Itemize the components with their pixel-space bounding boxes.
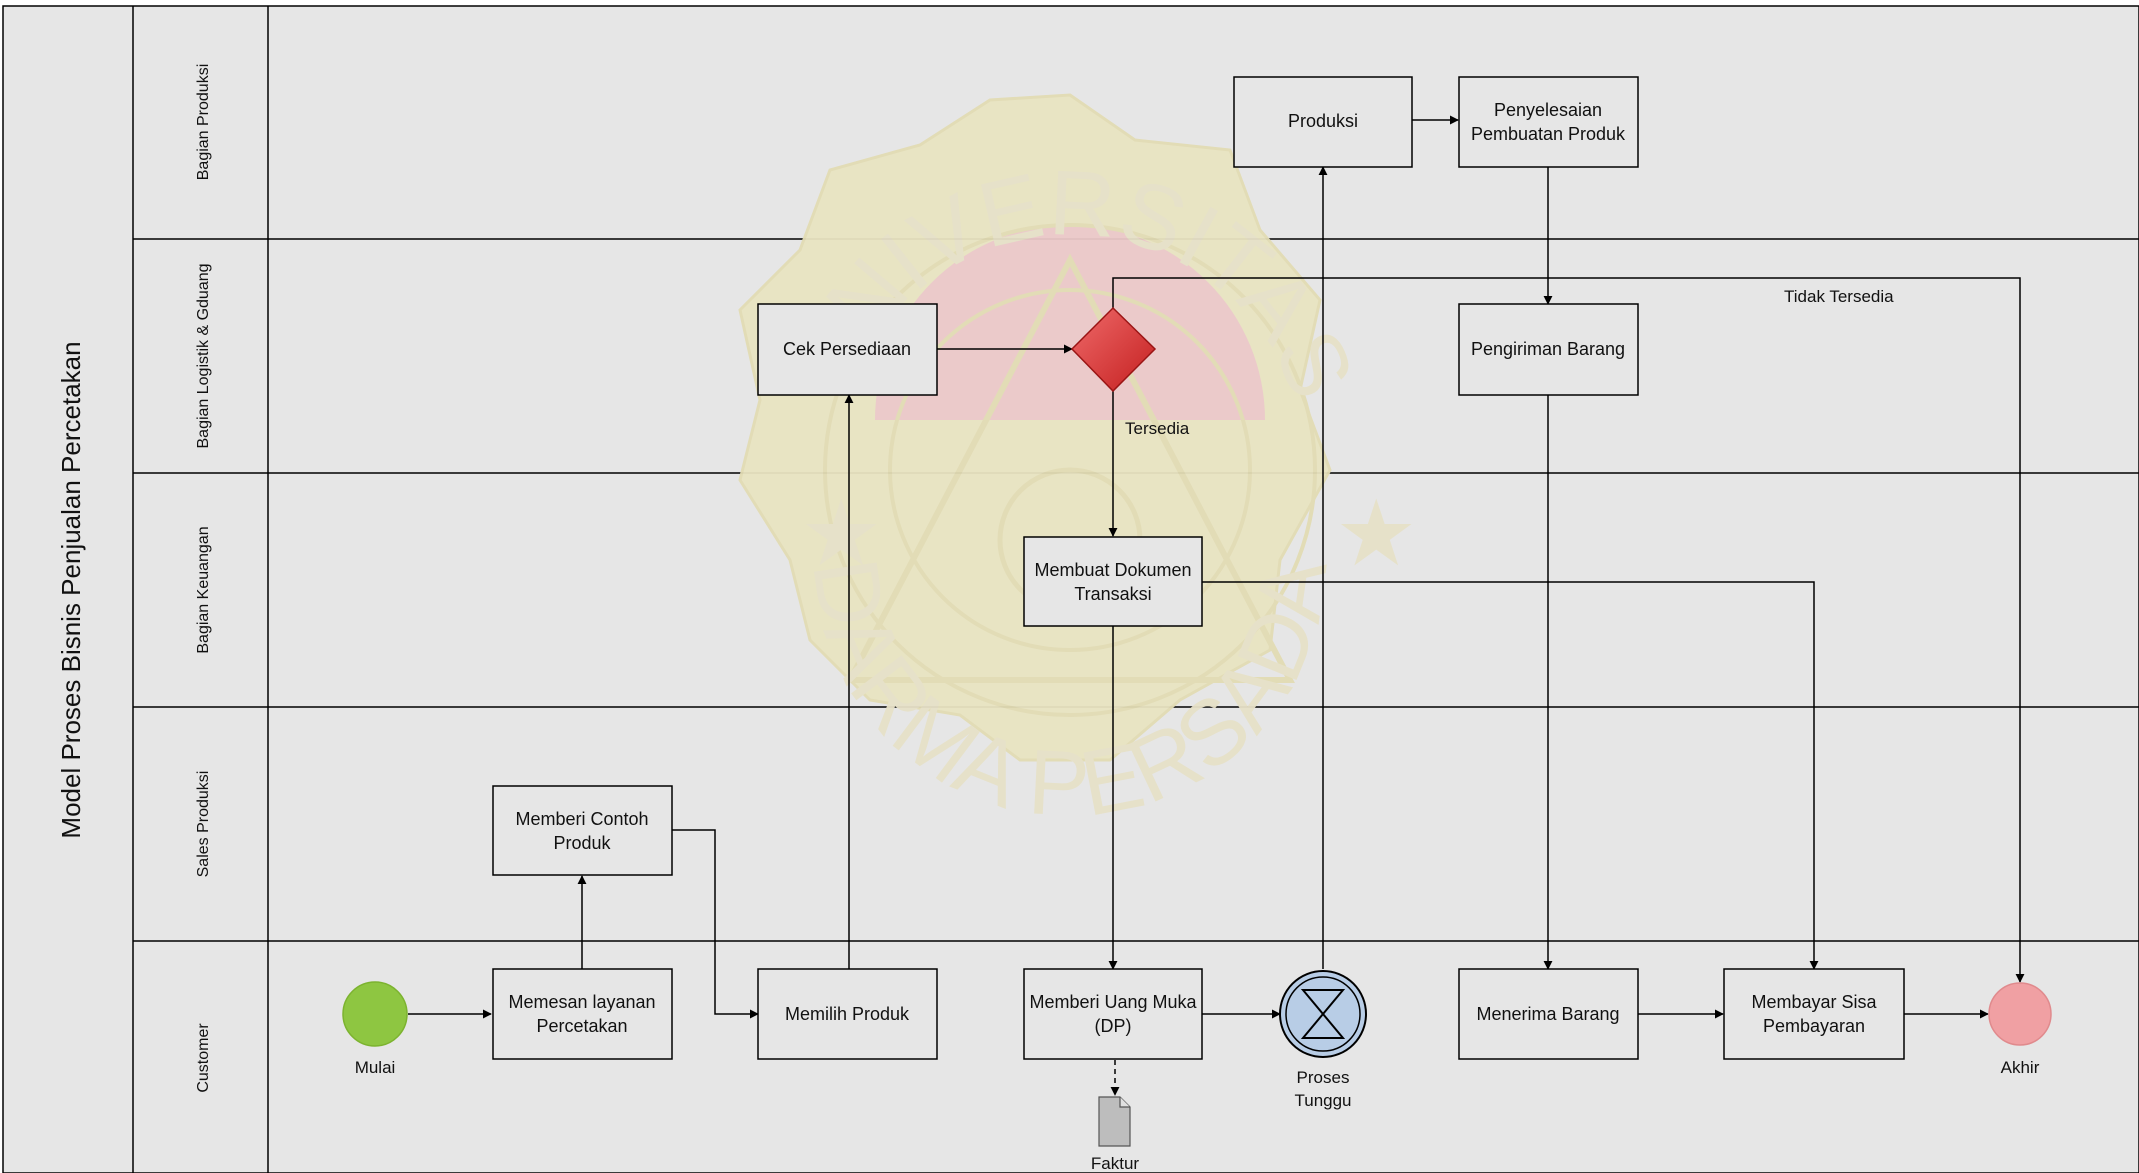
- lane-title-bagian-produksi: Bagian Produksi: [195, 64, 212, 181]
- label-proses: Proses: [1297, 1068, 1350, 1087]
- task-memilih-produk: [757, 968, 938, 1060]
- label-faktur: Faktur: [1091, 1154, 1140, 1173]
- label-mulai: Mulai: [355, 1058, 396, 1077]
- task-penyelesaian-label-line1: Penyelesaian: [1494, 100, 1602, 120]
- task-memilih-produk-label: Memilih Produk: [785, 1004, 910, 1024]
- lane-title-customer: Customer: [195, 1023, 212, 1093]
- task-contoh-label-line2: Produk: [553, 833, 611, 853]
- task-pengiriman-barang-label: Pengiriman Barang: [1471, 339, 1625, 359]
- task-penyelesaian-label-line2: Pembuatan Produk: [1471, 124, 1626, 144]
- watermark-star-left: ★: [800, 483, 882, 585]
- task-memesan-label-line1: Memesan layanan: [508, 992, 655, 1012]
- lane-title-bagian-logistik: Bagian Logistik & Gduang: [195, 263, 212, 448]
- lane-title-sales-produksi: Sales Produksi: [195, 771, 212, 878]
- label-tersedia: Tersedia: [1125, 419, 1190, 438]
- task-contoh-label-line1: Memberi Contoh: [515, 809, 648, 829]
- task-sisa-label-line1: Membayar Sisa: [1751, 992, 1877, 1012]
- watermark-star-right: ★: [1335, 483, 1417, 585]
- task-memesan-label-line2: Percetakan: [536, 1016, 627, 1036]
- task-membuat-dokumen-transaksi: [1023, 536, 1203, 627]
- gateway-diamond: [1070, 306, 1157, 393]
- task-cek-persediaan: [757, 303, 938, 396]
- label-tidak-tersedia: Tidak Tersedia: [1784, 287, 1894, 306]
- task-dokumen-label-line1: Membuat Dokumen: [1034, 560, 1191, 580]
- label-akhir: Akhir: [2001, 1058, 2040, 1077]
- lane-title-bagian-keuangan: Bagian Keuangan: [195, 526, 212, 653]
- task-sisa-label-line2: Pembayaran: [1763, 1016, 1865, 1036]
- connectors: [408, 115, 2025, 1096]
- task-cek-persediaan-label: Cek Persediaan: [783, 339, 911, 359]
- task-membayar-sisa-pembayaran: [1723, 968, 1905, 1060]
- task-menerima-barang: [1458, 968, 1639, 1060]
- task-pengiriman-barang: [1458, 303, 1639, 396]
- task-memberi-uang-muka: [1023, 968, 1203, 1060]
- task-produksi-label: Produksi: [1288, 111, 1358, 131]
- label-tunggu: Tunggu: [1294, 1091, 1351, 1110]
- task-uang-muka-label-line1: Memberi Uang Muka: [1029, 992, 1197, 1012]
- task-uang-muka-label-line2: (DP): [1095, 1016, 1132, 1036]
- task-dokumen-label-line2: Transaksi: [1074, 584, 1151, 604]
- hourglass-timer-icon: [1279, 970, 1367, 1058]
- document-faktur-icon: [1098, 1096, 1131, 1147]
- task-penyelesaian-pembuatan-produk: [1458, 76, 1639, 168]
- start-event: [342, 981, 408, 1047]
- task-menerima-barang-label: Menerima Barang: [1476, 1004, 1619, 1024]
- end-event: [1988, 982, 2052, 1046]
- pool-title: Model Proses Bisnis Penjualan Percetakan: [56, 341, 86, 838]
- task-memberi-contoh-produk: [492, 785, 673, 876]
- task-memesan-layanan-percetakan: [492, 968, 673, 1060]
- task-produksi: [1233, 76, 1413, 168]
